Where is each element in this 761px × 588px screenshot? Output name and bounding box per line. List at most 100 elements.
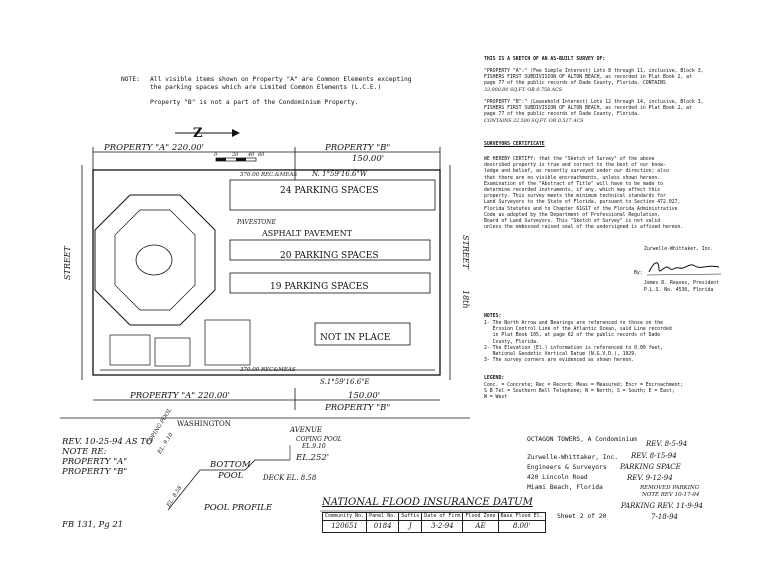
octagon-inner	[114, 209, 196, 311]
prop-a-line: "PROPERTY "A":" (Fee Simple Interest) Lo…	[484, 69, 704, 74]
prop-b-area: CONTAINS 22,500 SQ.FT. OR 0.517 ACS	[484, 118, 584, 124]
flood-table: Community No. Panel No. Suffix Date of F…	[321, 512, 546, 533]
avenue-label: AVENUE	[289, 426, 322, 434]
flood-header: Suffix	[398, 512, 423, 521]
coping-pool-label: COPING POOL	[296, 436, 342, 443]
scale-20: 20	[231, 152, 239, 158]
el-252-label: EL.252'	[296, 453, 330, 463]
notes-body: 1- The North Arrow and Bearings are refe…	[484, 321, 734, 364]
parking-19-label: 19 PARKING SPACES	[270, 282, 369, 292]
flood-value: J	[398, 520, 423, 533]
note-item: 2- The Elevation (El.) information is re…	[484, 345, 664, 351]
parking-20-label: 20 PARKING SPACES	[280, 251, 379, 261]
legend-body: Conc. = Concrete; Rec = Record; Meas = M…	[484, 383, 734, 402]
certificate-line: unless the embossed raised seal of the u…	[484, 225, 684, 231]
property-a-bottom: PROPERTY "A" 220.00'	[129, 391, 230, 401]
not-in-place-area	[314, 322, 411, 346]
certificate-line: described property is true and correct t…	[484, 163, 666, 169]
scale-40: 40	[247, 152, 255, 158]
flood-header: Flood Zone	[462, 512, 499, 521]
property-a-description: "PROPERTY "A":" (Fee Simple Interest) Lo…	[484, 69, 732, 94]
flood-header: Base Flood El.	[497, 512, 546, 521]
compass-letter: Z	[193, 126, 203, 141]
property-b-bottom-dim: 150.00'	[348, 391, 380, 401]
certificate-line: Board of Land Surveyors. This "Sketch of…	[484, 219, 661, 225]
title-firm: Zurwelle-Whittaker, Inc.	[527, 454, 618, 461]
flood-value: AE	[462, 520, 499, 533]
property-boundary	[92, 169, 441, 376]
parking-row-24	[229, 179, 436, 211]
note-line-2: the parking spaces which are Limited Com…	[150, 84, 382, 91]
revision: NOTE REV 10-17-94	[642, 492, 700, 498]
flood-value: 0184	[366, 520, 400, 533]
north-arrow-head	[232, 129, 240, 137]
revision: REMOVED PARKING	[640, 485, 700, 491]
prop-a-line: page 77 of the public records of Dade Co…	[484, 81, 666, 87]
flood-header: Date of Firm	[421, 512, 464, 521]
signature	[646, 262, 722, 276]
title-address: 420 Lincoln Road	[527, 474, 588, 481]
revision: REV. 8-15-94	[631, 452, 677, 460]
as-built-heading: THIS IS A SKETCH OF AN AS-BUILT SURVEY O…	[484, 57, 606, 62]
pool-label: POOL	[218, 471, 244, 481]
parking-row-19	[229, 272, 431, 294]
bottom-label: BOTTOM	[210, 460, 251, 470]
revision: PARKING SPACE	[620, 463, 681, 471]
dim-370-top: 370.00 REC.&MEAS	[240, 172, 297, 178]
rev-note-line: PROPERTY "B"	[62, 467, 128, 477]
rev-note-line: REV. 10-25-94 AS TO	[62, 437, 153, 447]
pool-profile-title: POOL PROFILE	[204, 503, 273, 513]
prop-b-line: "PROPERTY "B":" (Leasehold Interest) Lot…	[484, 100, 704, 105]
title-city: Miami Beach, Florida	[527, 484, 603, 491]
street-right-number: 18th	[461, 290, 470, 309]
coping-el-label: EL.9.10	[302, 443, 326, 450]
parking-row-20	[229, 239, 431, 261]
note-item: Erosion Control Line of the Atlantic Oce…	[484, 327, 672, 333]
legend-line: S B Tel = Southern Bell Telephone; N = N…	[484, 389, 675, 395]
certificate-line: property. This survey meets the minimum …	[484, 194, 666, 200]
certificate-line: WE HEREBY CERTIFY: that the "Sketch of S…	[484, 157, 655, 162]
legend-line: W = West	[484, 395, 508, 401]
octagon-outer	[94, 194, 216, 326]
signer-license: P.L.S. No. 4536, Florida	[644, 288, 714, 293]
certificate-line: ledge and belief, as recently surveyed u…	[484, 169, 669, 175]
certificate-by: By:	[634, 271, 643, 276]
revision: REV. 8-5-94	[646, 440, 688, 448]
field-book-ref: FB 131, Pg 21	[62, 520, 124, 530]
note-item: 1- The North Arrow and Bearings are refe…	[484, 321, 664, 326]
deck-el-label: DECK EL. 8.58	[263, 474, 317, 482]
note-line-3: Property "B" is not a part of the Condom…	[150, 99, 359, 106]
scale-0: 0	[214, 152, 218, 158]
not-in-place-label: NOT IN PLACE	[320, 333, 390, 343]
note-label: NOTE:	[121, 76, 140, 83]
notes-heading: NOTES:	[484, 314, 502, 319]
flood-header: Panel No.	[366, 512, 400, 521]
note-item: 3- The survey corners are evidenced as s…	[484, 358, 635, 364]
dim-370-bottom: 370.00 REC&MEAS	[240, 367, 296, 373]
property-b-bottom: PROPERTY "B"	[324, 403, 390, 413]
note-item: County, Florida.	[484, 339, 539, 345]
prop-a-area: 33,000.00 SQ.FT. OR 0.758 ACS	[484, 87, 563, 93]
flood-value: 120651	[321, 520, 368, 533]
property-b-top-dim: 150.00'	[352, 154, 384, 164]
certificate-heading: SURVEYORS CERTIFICATE	[484, 142, 545, 147]
washington-label: WASHINGTON	[177, 420, 231, 428]
pool-shape	[135, 244, 173, 276]
revision: PARKING REV. 11-9-94	[621, 502, 703, 510]
flood-datum-title: NATIONAL FLOOD INSURANCE DATUM	[322, 497, 533, 508]
flood-value: 8.00'	[497, 520, 546, 533]
certificate-line: that there are no visible encroachments,…	[484, 175, 661, 181]
certificate-line: Code as adopted by the Department of Pro…	[484, 212, 661, 218]
certificate-line: Land Surveyors to the State of Florida, …	[484, 200, 681, 206]
title-role: Engineers & Surveyors	[527, 464, 607, 471]
flood-header: Community No.	[321, 512, 368, 521]
pavestone-label: PAVESTONE	[236, 219, 277, 226]
project-title: OCTAGON TOWERS, A Condominium	[527, 436, 637, 443]
certificate-line: Examination of the "Abstract of Title" w…	[484, 181, 664, 187]
property-a-top: PROPERTY "A" 220.00'	[103, 143, 204, 153]
rev-note-line: PROPERTY "A"	[62, 457, 128, 467]
parking-24-label: 24 PARKING SPACES	[280, 186, 379, 196]
note-item: in Plat Book 105, at page 62 of the publ…	[484, 333, 661, 339]
rev-note-line: NOTE RE:	[62, 447, 107, 457]
